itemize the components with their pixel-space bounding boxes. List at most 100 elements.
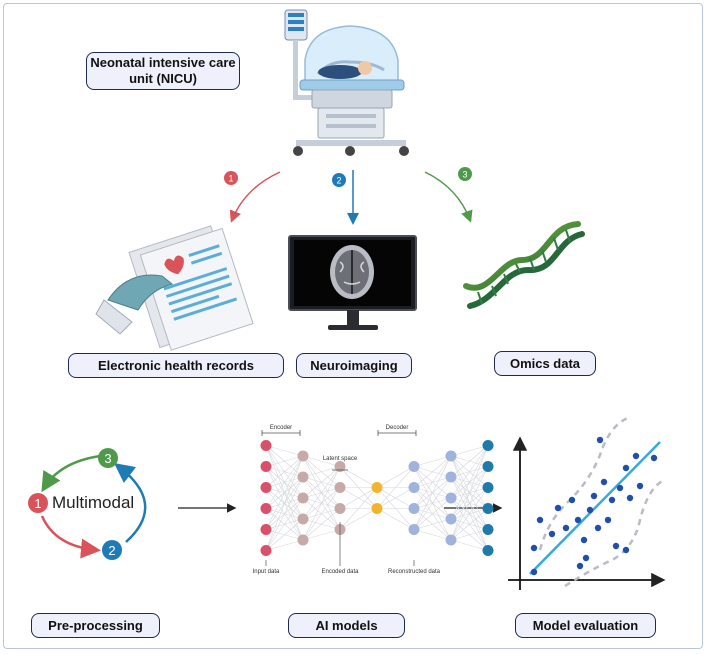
network-connection [450,445,489,541]
network-connection [302,466,341,499]
ai-models-label: AI models [288,613,405,638]
network-node [445,492,457,504]
scatter-point [600,478,608,486]
network-node [260,482,272,493]
multimodal-badge-1: 1 [28,493,48,513]
network-node [297,513,309,525]
svg-text:1: 1 [228,174,233,184]
network-connection [376,466,415,509]
network-connection [302,487,341,541]
incubator-illustration [284,9,409,156]
network-connection [265,445,304,457]
network-connection [413,497,452,530]
network-connection [265,455,304,551]
network-connection [413,518,452,530]
network-connection [450,487,489,541]
network-connection [265,455,304,509]
network-node [297,471,309,483]
neuroimaging-label: Neuroimaging [296,353,412,378]
scatter-point [626,494,634,502]
scatter-point [612,542,620,550]
network-connection [339,508,378,530]
nicu-label: Neonatal intensive care unit (NICU) [86,52,240,90]
network-node [408,482,420,493]
encoder-label: Encoder [270,425,292,431]
step-badge-2: 2 [332,173,346,187]
network-node [371,503,383,514]
scatter-point [632,452,640,460]
network-node [482,461,494,472]
figure-frame [3,3,703,649]
network-connection [413,455,452,467]
network-node [445,534,457,546]
network-node [445,513,457,525]
step-badge-1: 1 [224,171,238,185]
network-node [297,450,309,462]
scatter-point [608,496,616,504]
scatter-point [568,496,576,504]
network-connection [265,497,304,551]
network-connection [376,508,415,530]
network-connection [339,487,378,530]
network-connection [302,466,341,541]
network-connection [376,487,415,509]
network-connection [450,445,489,520]
network-node [482,545,494,556]
network-connection [413,476,452,530]
health-records-illustration [95,225,254,351]
network-connection [265,518,304,551]
network-connection [450,508,489,541]
scatter-point [590,492,598,500]
autoencoder-network: Encoder Decoder Latent space Input data … [253,425,494,575]
network-connection [302,455,341,467]
ehr-label: Electronic health records [68,353,284,378]
scatter-point [622,464,630,472]
svg-text:2: 2 [108,543,115,558]
network-node [482,482,494,493]
network-connection [413,455,452,509]
omics-label: Omics data [494,351,596,376]
network-node [482,524,494,535]
svg-text:2: 2 [336,176,341,186]
network-node [334,482,346,493]
multimodal-badge-3: 3 [98,448,118,468]
svg-text:3: 3 [104,451,111,466]
network-connection [450,445,489,499]
scatter-point [650,454,658,462]
network-connection [376,466,415,488]
reconstructed-data-label: Reconstructed data [388,569,441,575]
scatter-point [554,504,562,512]
network-node [408,524,420,535]
latent-space-label: Latent space [323,456,358,462]
model-evaluation-label: Model evaluation [515,613,656,638]
scatter-point [536,516,544,524]
network-node [297,492,309,504]
network-node [408,503,420,514]
scatter-point [562,524,570,532]
network-node [260,440,272,451]
network-connection [265,476,304,551]
network-connection [450,445,489,478]
encoded-data-label: Encoded data [321,569,359,575]
arrow-to-ehr [229,171,281,223]
network-node [334,503,346,514]
scatter-point [604,516,612,524]
input-data-label: Input data [253,569,280,575]
network-node [408,461,420,472]
dna-illustration [463,221,585,309]
network-node [371,482,383,493]
scatter-point [582,554,590,562]
scatter-point [616,484,624,492]
network-node [260,461,272,472]
multimodal-label: Multimodal [52,493,135,512]
svg-text:3: 3 [462,170,467,180]
network-connection [450,466,489,541]
network-node [260,503,272,514]
network-connection [302,466,341,478]
evaluation-scatter-plot [508,416,666,590]
network-connection [450,539,489,551]
scatter-point [576,562,584,570]
network-node [297,534,309,546]
network-node [482,503,494,514]
